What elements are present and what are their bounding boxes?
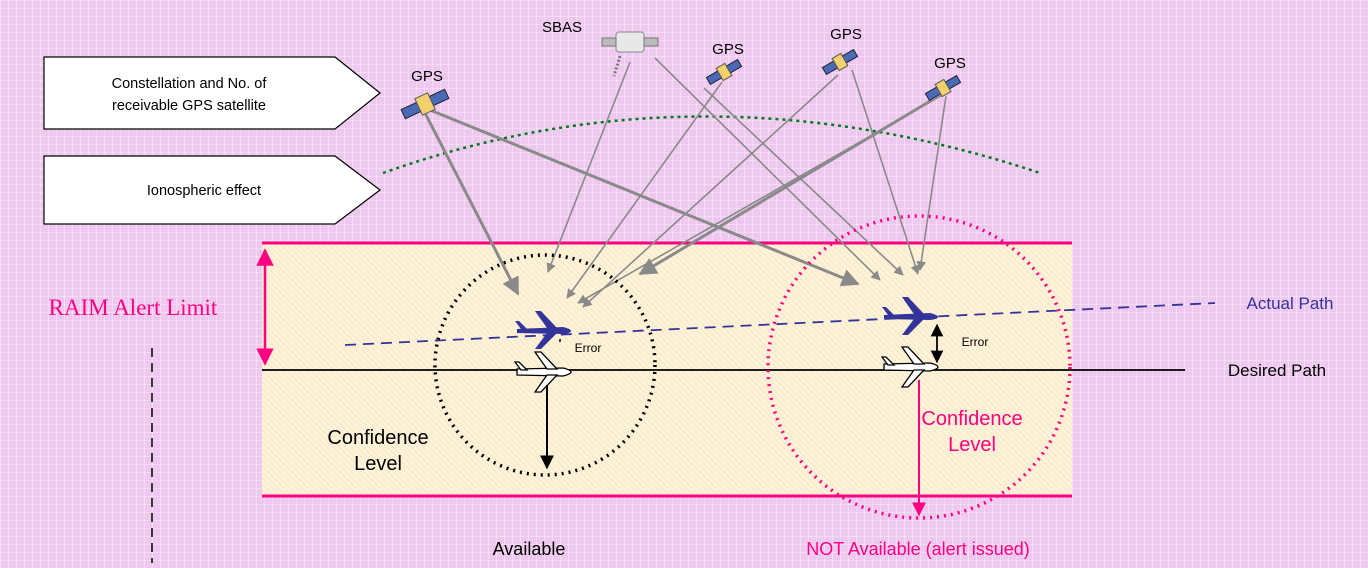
constellation-callout-line-2: receivable GPS satellite <box>112 98 266 114</box>
sbas-satellite-icon <box>601 31 659 77</box>
ionosphere-callout <box>43 155 381 225</box>
sbas-label: SBAS <box>542 19 582 36</box>
desired-aircraft-left-icon <box>513 351 572 393</box>
alert-limit-label: RAIM Alert Limit <box>49 295 218 320</box>
confidence-label-right-1: Confidence <box>921 408 1022 430</box>
desired-path-label: Desired Path <box>1228 361 1326 380</box>
gps-label-1: GPS <box>411 68 443 85</box>
ionosphere-arc <box>382 115 1041 175</box>
confidence-circle-available <box>433 253 657 477</box>
desired-aircraft-right-icon <box>880 346 939 388</box>
error-label-left: Error <box>575 341 602 355</box>
gps-label-4: GPS <box>934 55 966 72</box>
constellation-callout <box>43 56 381 130</box>
gps-satellite-2-icon <box>705 58 743 86</box>
gps-satellite-4-icon <box>924 74 962 102</box>
ionosphere-callout-text: Ionospheric effect <box>147 183 261 199</box>
gps-satellite-1-icon <box>400 88 450 120</box>
signal-lines-thick <box>423 98 933 296</box>
confidence-label-left-2: Level <box>354 453 402 475</box>
available-label: Available <box>493 539 566 559</box>
gps-satellite-3-icon <box>821 48 859 76</box>
gps-label-3: GPS <box>830 26 862 43</box>
signal-lines <box>546 57 947 308</box>
confidence-label-left-1: Confidence <box>327 427 428 449</box>
confidence-circle-not-available <box>766 214 1072 520</box>
error-label-right: Error <box>962 335 989 349</box>
actual-path-label: Actual Path <box>1247 294 1334 313</box>
actual-aircraft-right-icon <box>882 297 938 335</box>
not-available-label: NOT Available (alert issued) <box>806 539 1029 559</box>
constellation-callout-line-1: Constellation and No. of <box>112 76 268 92</box>
actual-path-line <box>344 302 1216 346</box>
confidence-label-right-2: Level <box>948 434 996 456</box>
actual-aircraft-left-icon <box>515 311 571 349</box>
gps-label-2: GPS <box>712 41 744 58</box>
